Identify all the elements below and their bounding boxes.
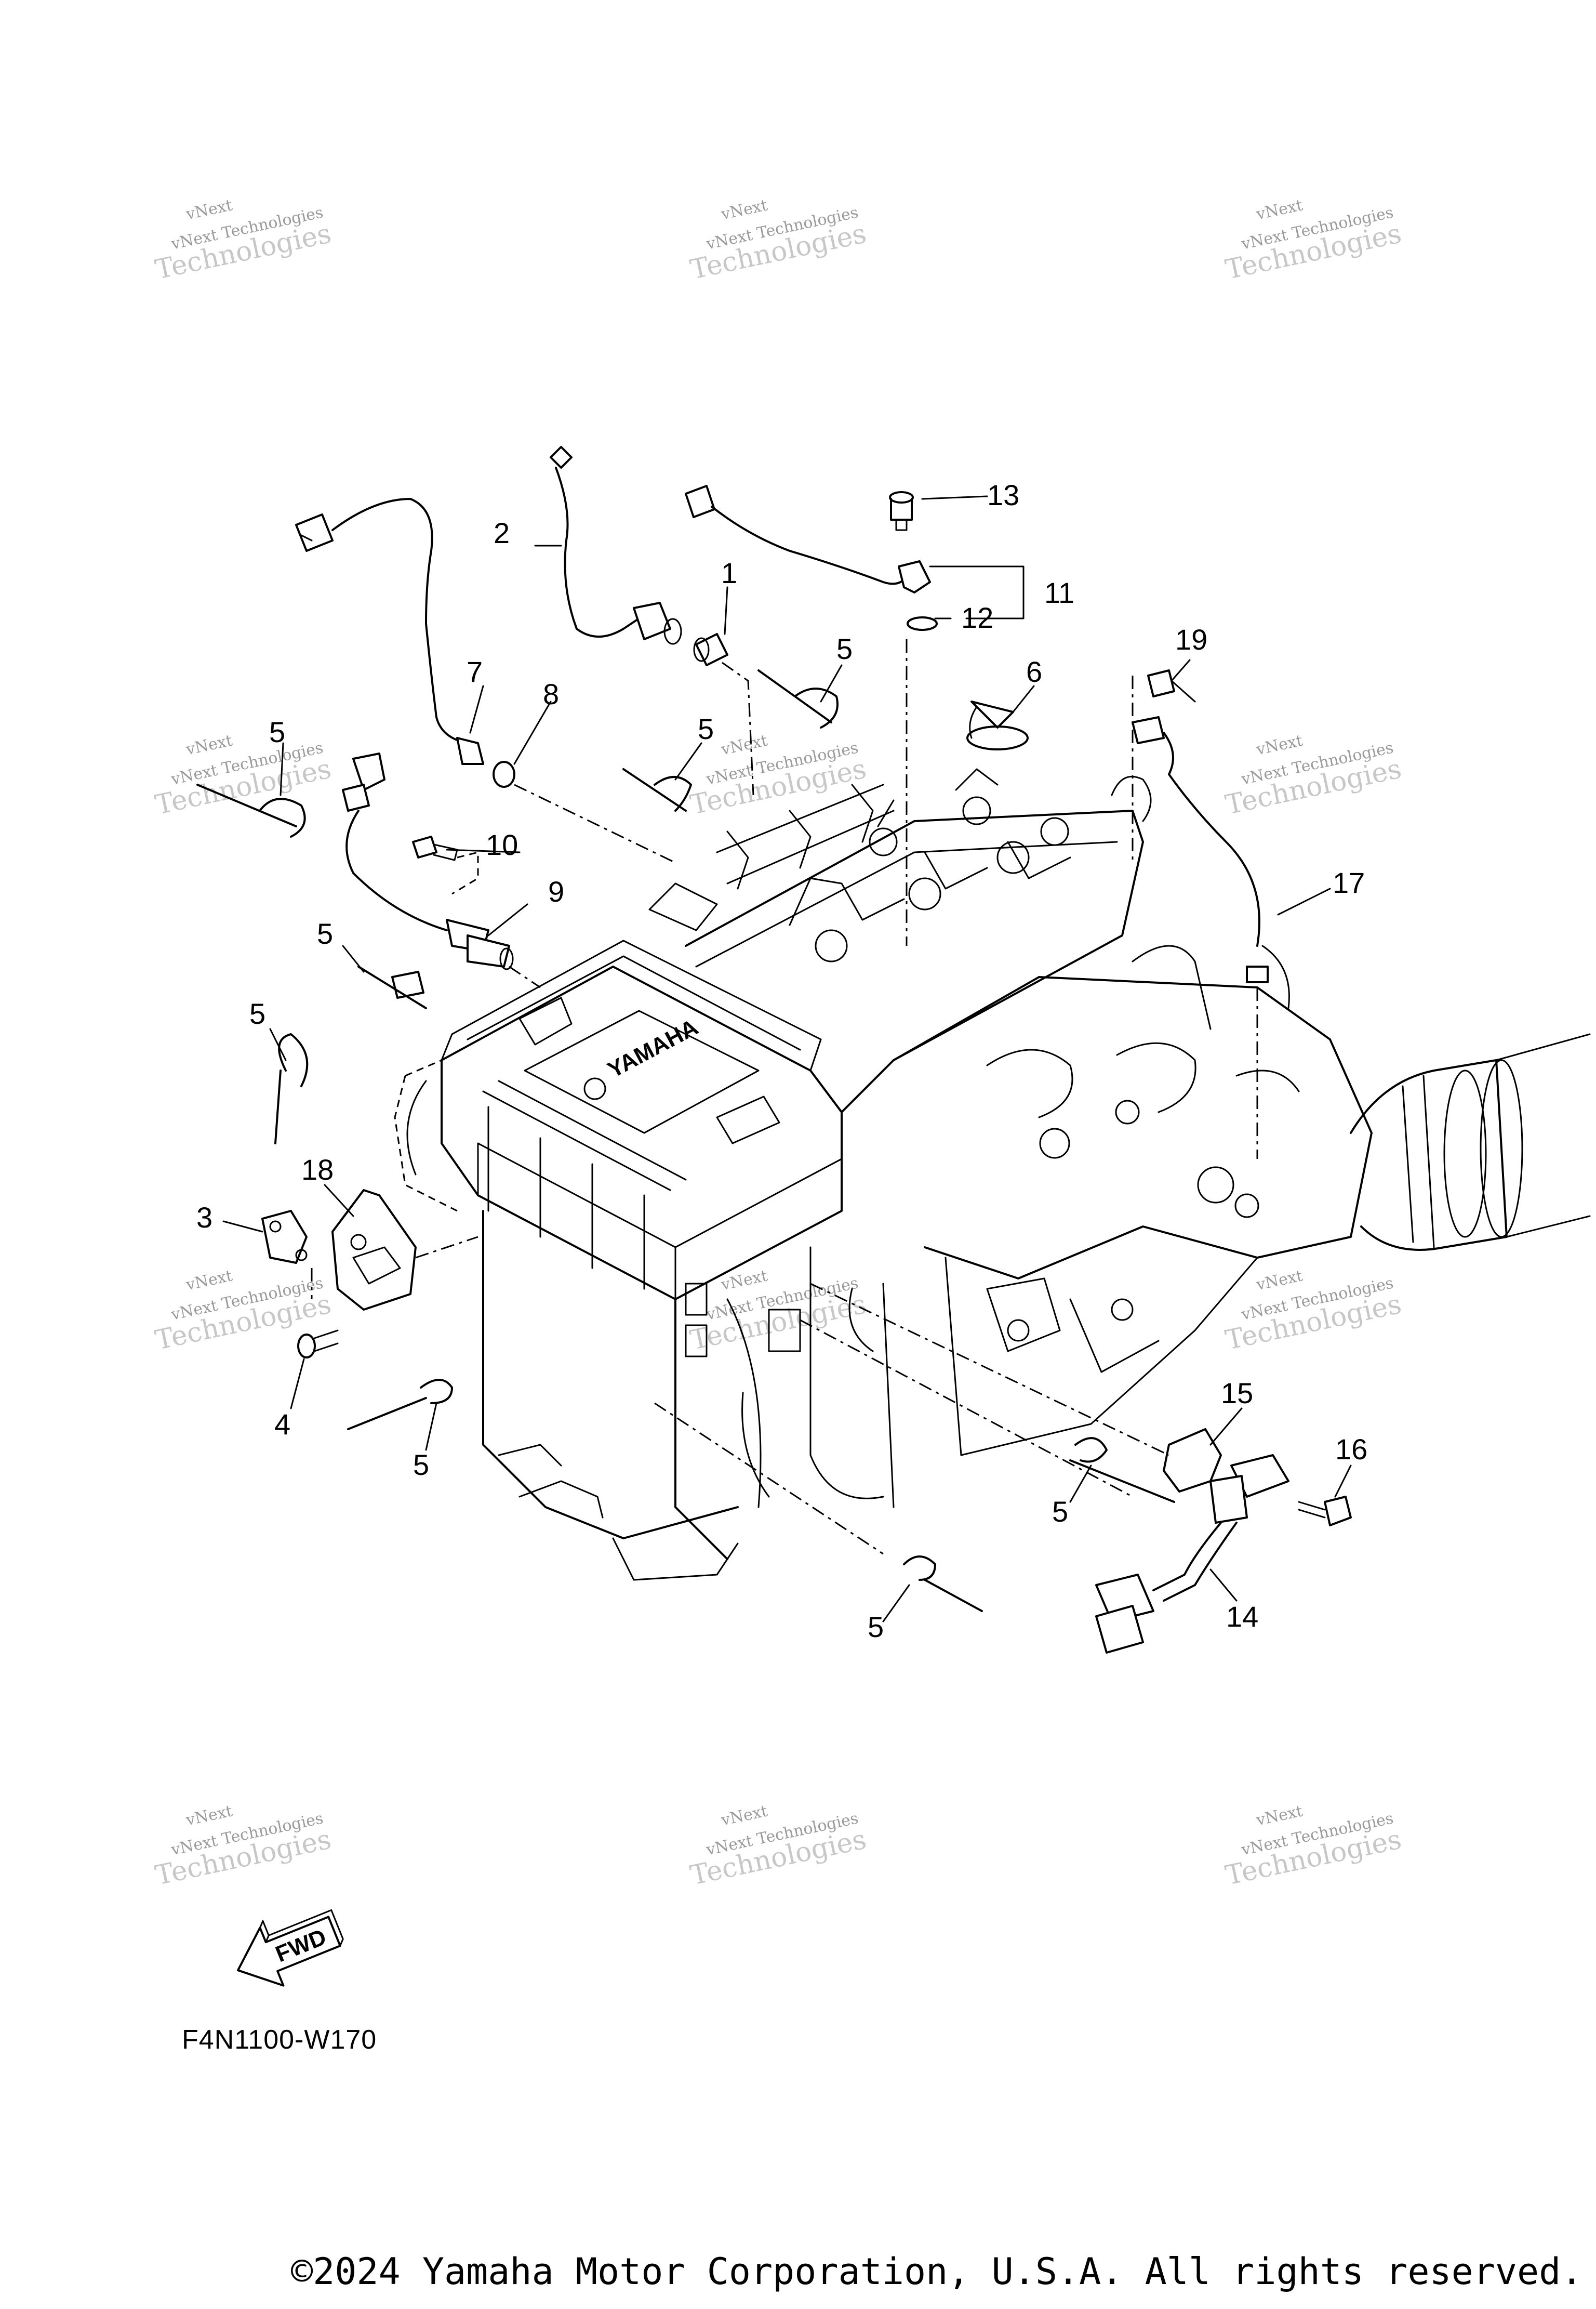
svg-text:vNext: vNext <box>184 1266 234 1294</box>
part-8-o-ring <box>493 761 515 788</box>
part-6-band-clamp <box>966 701 1029 750</box>
part-17-pipe <box>1132 716 1269 983</box>
diagram-code: F4N1100-W170 <box>182 2025 377 2055</box>
callout-5-h: 5 <box>868 1611 884 1643</box>
part-1-sensor <box>693 633 728 666</box>
svg-text:vNext: vNext <box>1254 1802 1304 1829</box>
callout-18: 18 <box>301 1153 334 1186</box>
yamaha-emblem-icon <box>583 1077 606 1100</box>
callout-5-c: 5 <box>269 716 285 748</box>
watermark-low-right: vNext vNext Technologies Technologies <box>1223 1266 1404 1356</box>
part-18-bracket <box>331 1189 417 1311</box>
svg-text:vNext: vNext <box>1254 196 1304 223</box>
svg-text:vNext: vNext <box>184 196 234 223</box>
svg-text:vNext: vNext <box>719 731 769 759</box>
callout-2: 2 <box>494 517 510 549</box>
callout-5-e: 5 <box>249 997 265 1030</box>
callout-3: 3 <box>196 1201 212 1234</box>
copyright-notice: ©2024 Yamaha Motor Corporation, U.S.A. A… <box>291 2250 1583 2293</box>
part-5-tie-e <box>274 1033 309 1144</box>
watermark-bottom-left: vNext vNext Technologies Technologies <box>153 1802 334 1891</box>
callout-11: 11 <box>1044 576 1074 609</box>
callout-9: 9 <box>548 875 564 908</box>
callout-15: 15 <box>1221 1377 1253 1409</box>
part-5-tie-f <box>347 1379 453 1430</box>
callout-13: 13 <box>987 479 1019 511</box>
svg-text:vNext: vNext <box>719 1802 769 1829</box>
callout-5-a: 5 <box>836 632 853 665</box>
callout-5-f: 5 <box>413 1448 429 1481</box>
fwd-arrow-icon: FWD <box>237 1909 344 1987</box>
part-12-o-ring <box>907 616 938 631</box>
svg-text:vNext: vNext <box>184 1802 234 1829</box>
part-5-tie-b <box>757 669 839 729</box>
callout-10: 10 <box>486 828 518 861</box>
watermark-top-center: vNext vNext Technologies Technologies <box>688 196 869 285</box>
part-19-fitting <box>1147 669 1196 703</box>
watermark-low-center: vNext vNext Technologies Technologies <box>688 1266 869 1356</box>
watermark-low-left: vNext vNext Technologies Technologies <box>153 1266 334 1356</box>
callout-6: 6 <box>1026 655 1042 688</box>
part-5-tie-c <box>622 768 692 812</box>
engine-block: YAMAHA <box>394 768 1591 1581</box>
part-5-tie-h <box>903 1555 983 1612</box>
svg-text:vNext: vNext <box>1254 1266 1304 1294</box>
callout-5-b: 5 <box>698 713 714 745</box>
part-5-tie-d <box>357 966 427 1009</box>
watermark-top-left: vNext vNext Technologies Technologies <box>153 196 334 285</box>
part-7-harness-sensor <box>295 498 484 765</box>
part-14-sensor-harness <box>1095 1454 1289 1654</box>
part-11-sensor-harness <box>685 485 931 593</box>
callout-4: 4 <box>274 1408 290 1441</box>
callout-19: 19 <box>1175 623 1207 656</box>
part-10-bolt <box>412 836 458 861</box>
callout-5-g: 5 <box>1052 1495 1068 1528</box>
part-5-tie-a <box>196 784 306 838</box>
callout-16: 16 <box>1335 1433 1367 1466</box>
callout-8: 8 <box>543 678 559 710</box>
watermark-bottom-right: vNext vNext Technologies Technologies <box>1223 1802 1404 1891</box>
svg-text:vNext: vNext <box>719 196 769 223</box>
part-4-screw <box>297 1329 339 1358</box>
watermark-bottom-center: vNext vNext Technologies Technologies <box>688 1802 869 1891</box>
svg-text:vNext: vNext <box>184 731 234 759</box>
callout-5-d: 5 <box>317 917 333 950</box>
part-3-sensor <box>261 1210 308 1264</box>
callout-17: 17 <box>1333 866 1365 899</box>
leader-lines <box>222 495 1352 1622</box>
watermark-mid-right: vNext vNext Technologies Technologies <box>1223 731 1404 821</box>
part-2-sensor-lead <box>550 446 682 645</box>
part-5-tie-g <box>1069 1437 1175 1503</box>
yamaha-logo-text: YAMAHA <box>604 1014 702 1083</box>
svg-text:vNext: vNext <box>1254 731 1304 759</box>
part-9-sensor-harness <box>342 753 514 970</box>
callout-7: 7 <box>467 655 483 688</box>
watermark-top-right: vNext vNext Technologies Technologies <box>1223 196 1404 285</box>
watermark-mid-left: vNext vNext Technologies Technologies <box>153 731 334 821</box>
part-13-bolt <box>889 491 914 531</box>
callout-14: 14 <box>1226 1600 1258 1633</box>
part-16-bolt <box>1298 1496 1352 1526</box>
callout-12: 12 <box>961 601 993 634</box>
callout-1: 1 <box>721 557 737 589</box>
